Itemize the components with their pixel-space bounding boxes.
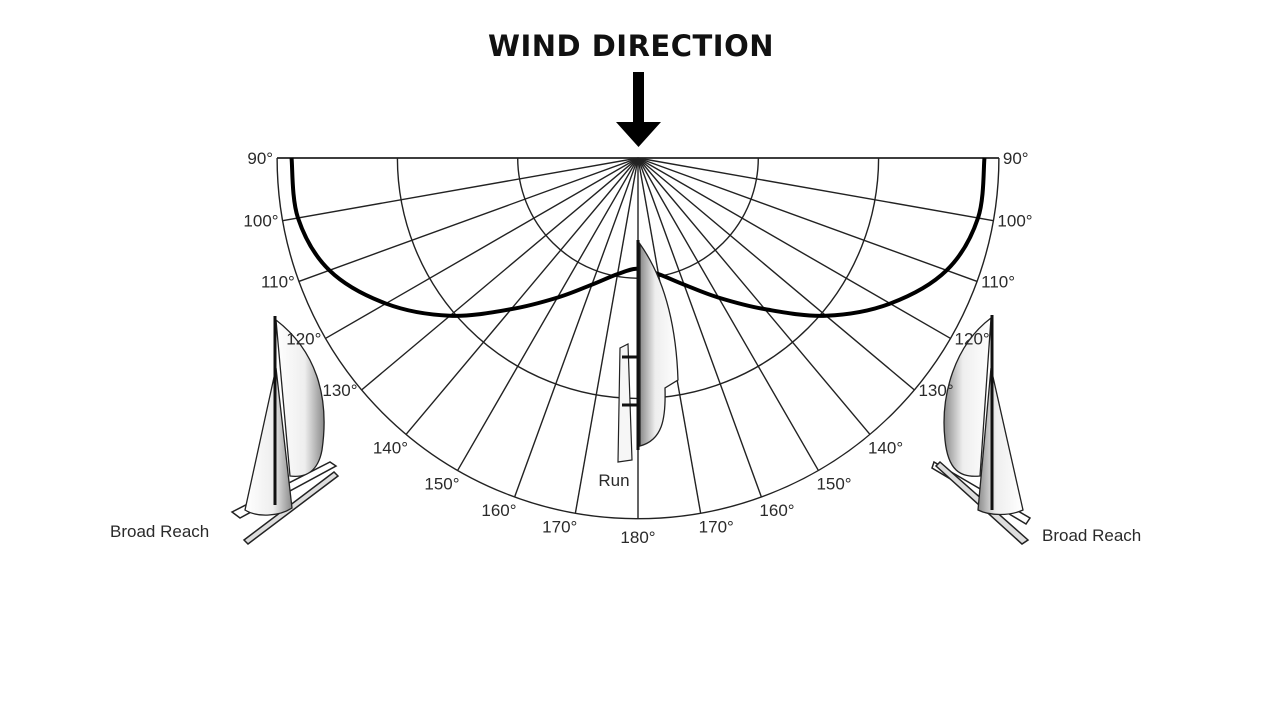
center-sailboat-illustration xyxy=(617,240,679,463)
angle-label-left: 90° xyxy=(247,149,273,168)
grid-spoke xyxy=(637,157,763,498)
angle-label-right: 100° xyxy=(997,212,1032,231)
right-sailboat-illustration xyxy=(931,315,1032,545)
angle-label-bottom: 180° xyxy=(620,528,655,547)
angle-label-left: 160° xyxy=(481,501,516,520)
left-sailboat-illustration xyxy=(230,316,340,545)
angle-label-left: 100° xyxy=(243,212,278,231)
angle-labels: 90° 100° 110° 120° 130° 140° 150° 160° 170° 90° 10… xyxy=(243,149,1032,547)
angle-label-right: 110° xyxy=(981,272,1015,291)
angle-label-left: 120° xyxy=(286,329,321,348)
grid-spoke xyxy=(637,157,978,283)
grid-spoke xyxy=(361,157,639,391)
angle-label-right: 150° xyxy=(816,475,851,494)
angle-label-left: 170° xyxy=(542,517,577,536)
grid-spoke xyxy=(298,157,639,283)
angle-label-right: 140° xyxy=(868,438,903,457)
angle-label-left: 150° xyxy=(424,475,459,494)
polar-grid xyxy=(276,157,1000,520)
angle-label-right: 130° xyxy=(918,381,953,400)
wind-direction-title: WIND DIRECTION xyxy=(488,29,774,63)
grid-spoke xyxy=(637,157,820,471)
right-boat-label: Broad Reach xyxy=(1042,526,1141,545)
left-boat-label: Broad Reach xyxy=(110,522,209,541)
grid-spoke xyxy=(574,157,639,514)
grid-spoke xyxy=(513,157,639,498)
angle-label-right: 160° xyxy=(759,501,794,520)
center-boat-label: Run xyxy=(598,471,629,490)
angle-label-left: 140° xyxy=(373,438,408,457)
angle-label-right: 120° xyxy=(955,329,990,348)
angle-label-left: 130° xyxy=(322,381,357,400)
grid-spoke xyxy=(637,157,871,435)
grid-spoke xyxy=(456,157,639,471)
arrow-down-icon xyxy=(616,72,661,147)
grid-spoke xyxy=(637,157,915,391)
grid-spoke xyxy=(405,157,639,435)
grid-spoke xyxy=(282,157,639,222)
grid-spoke xyxy=(637,157,994,222)
grid-spoke xyxy=(325,157,639,340)
angle-label-right: 90° xyxy=(1003,149,1029,168)
angle-label-left: 110° xyxy=(261,272,295,291)
grid-spoke xyxy=(637,157,951,340)
angle-label-right: 170° xyxy=(699,517,734,536)
